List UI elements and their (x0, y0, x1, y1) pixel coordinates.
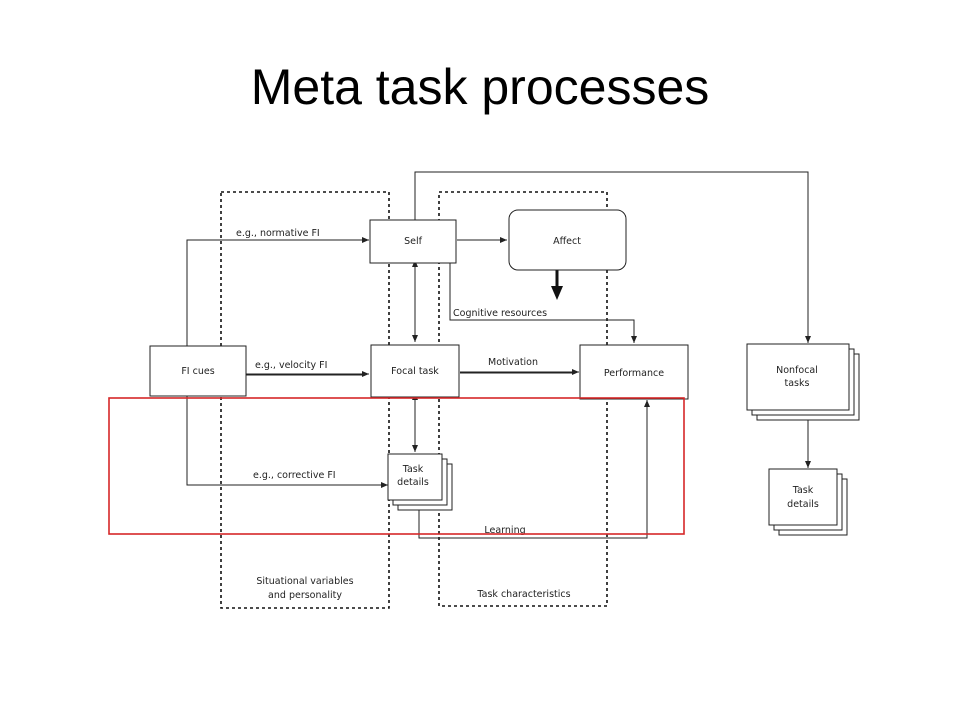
fi-cues-label: FI cues (181, 366, 214, 377)
cognitive-resources-label: Cognitive resources (453, 308, 547, 319)
affect-label: Affect (553, 236, 581, 247)
nonfocal-tasks-node: Nonfocal tasks (746, 343, 860, 421)
task-characteristics-label: Task characteristics (476, 589, 570, 600)
task-details-label-2: details (397, 477, 429, 488)
focal-task-label: Focal task (391, 366, 439, 377)
task-details-label-1: Task (402, 464, 424, 475)
corrective-fi-arrow (186, 396, 388, 488)
affect-down-arrowhead (551, 286, 563, 300)
affect-node: Affect (508, 209, 627, 271)
self-label: Self (404, 236, 423, 247)
velocity-fi-label: e.g., velocity FI (255, 360, 327, 371)
self-node: Self (369, 219, 457, 264)
performance-label: Performance (604, 368, 664, 379)
situational-variables-group (220, 191, 390, 609)
highlight-rectangle (108, 397, 685, 535)
task-details-node: Task details (387, 453, 453, 511)
cognitive-resources-arrow (449, 263, 637, 343)
learning-arrow (418, 400, 650, 539)
nonfocal-label-1: Nonfocal (776, 365, 818, 376)
learning-label: Learning (484, 525, 525, 536)
fi-cues-node: FI cues (149, 345, 247, 397)
self-nonfocal-loop-line (414, 171, 811, 343)
normative-fi-label: e.g., normative FI (236, 228, 320, 239)
focal-task-node: Focal task (370, 344, 460, 398)
performance-node: Performance (579, 344, 689, 400)
corrective-fi-label: e.g., corrective FI (253, 470, 336, 481)
task-details-2-node: Task details (768, 468, 848, 536)
nonfocal-label-2: tasks (785, 378, 810, 389)
situational-variables-label-2: and personality (268, 590, 342, 601)
normative-fi-arrow (186, 237, 369, 346)
slide-title: Meta task processes (250, 59, 710, 115)
motivation-label: Motivation (488, 357, 538, 368)
task-details-2-label-2: details (787, 499, 819, 510)
situational-variables-label-1: Situational variables (256, 576, 353, 587)
task-details-2-label-1: Task (792, 485, 814, 496)
